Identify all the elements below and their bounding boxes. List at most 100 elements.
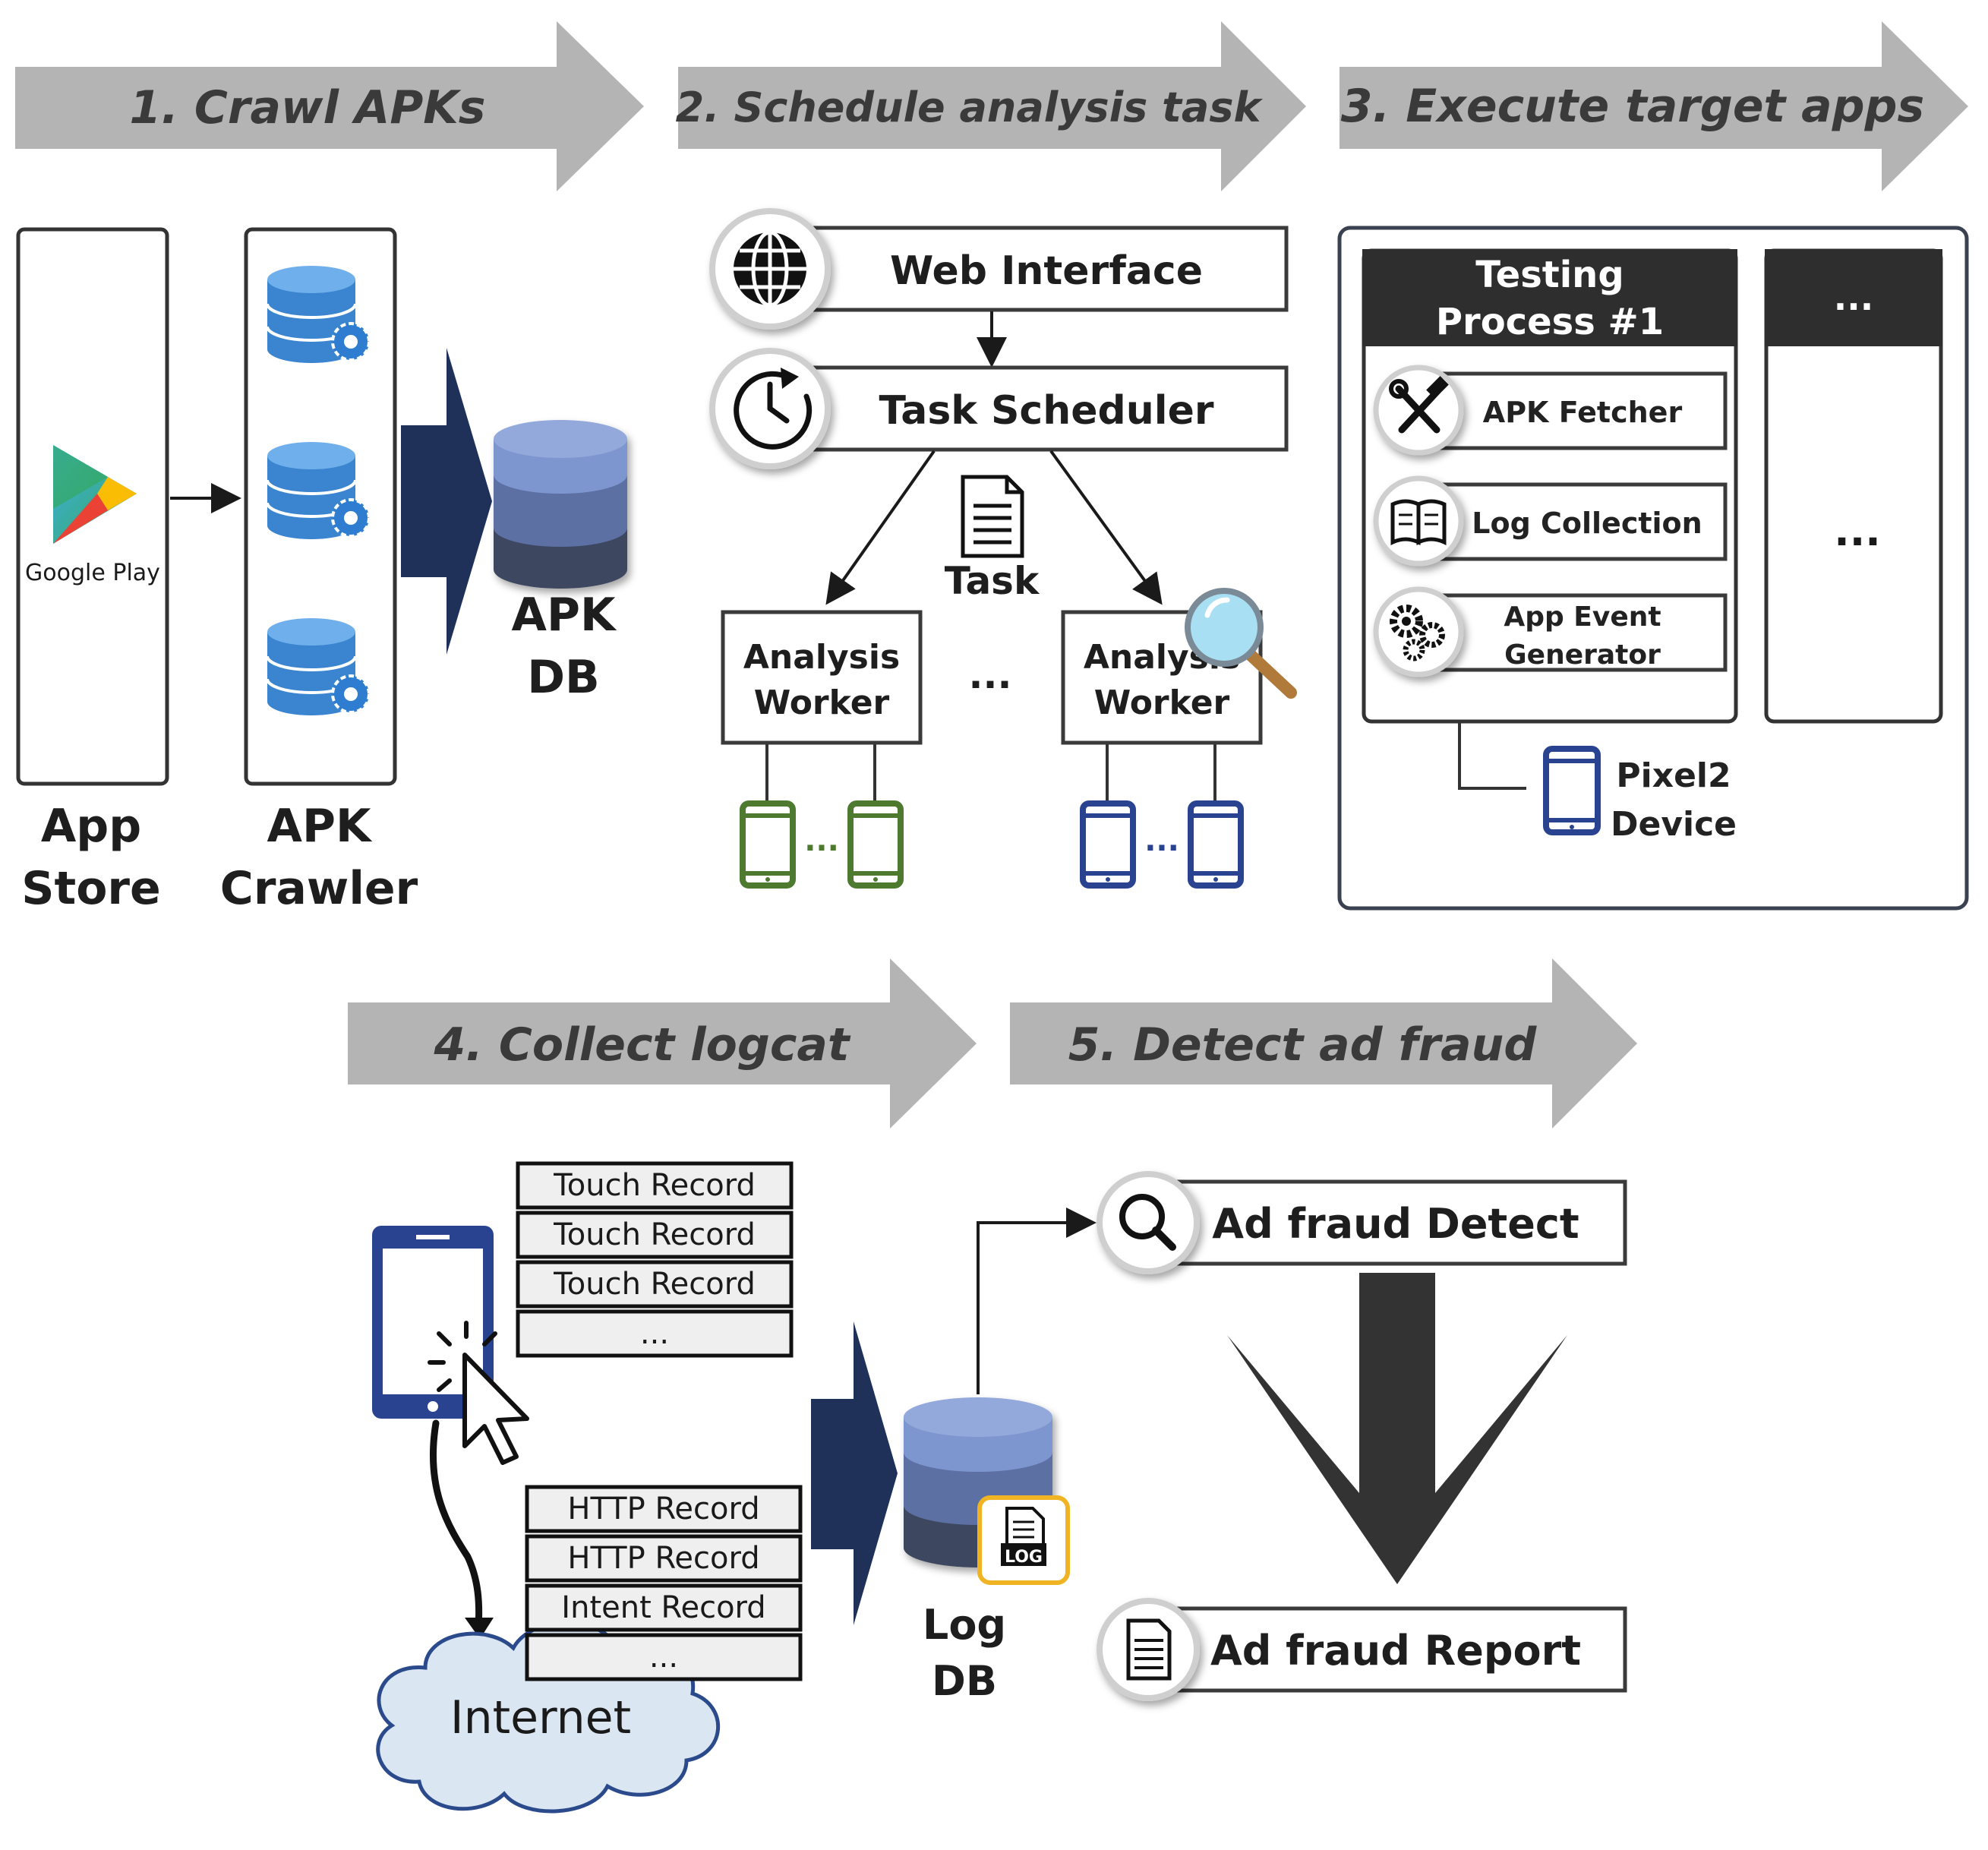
crawler-to-db-arrow	[401, 348, 492, 655]
step-2-label: 2. Schedule analysis task	[676, 84, 1264, 131]
step-arrow-3: 3. Execute target apps	[1340, 21, 1968, 191]
testing-process-label-line1: Testing	[1475, 254, 1624, 296]
network-record-label: HTTP Record	[567, 1541, 759, 1576]
report-icon	[1097, 1598, 1200, 1701]
android-phone-icon	[1080, 800, 1136, 889]
touch-record-row	[516, 1211, 794, 1259]
ad-fraud-detect-label: Ad fraud Detect	[1212, 1200, 1579, 1248]
worker-2-label-line2: Worker	[1094, 683, 1230, 722]
document-icon	[961, 475, 1024, 558]
worker-1-label-line2: Worker	[754, 683, 890, 722]
gears-icon	[1373, 586, 1464, 677]
touch-record-label: Touch Record	[553, 1168, 756, 1203]
step-5-label: 5. Detect ad fraud	[1068, 1018, 1538, 1072]
step-arrow-2: 2. Schedule analysis task	[676, 21, 1306, 191]
web-interface-label: Web Interface	[890, 248, 1203, 294]
pixel2-phone-icon	[1543, 746, 1601, 835]
apk-crawler-label-line1: APK	[267, 800, 373, 853]
apk-db-label-line1: APK	[512, 589, 617, 642]
google-play-icon	[53, 445, 137, 544]
book-icon	[1373, 475, 1464, 567]
scheduler-to-worker2-arrow	[1049, 450, 1163, 605]
network-record-label: ...	[649, 1640, 678, 1675]
log-badge-label: LOG	[1005, 1548, 1043, 1567]
step-3-label: 3. Execute target apps	[1341, 80, 1924, 133]
phone-to-internet-connector	[430, 1419, 483, 1632]
ad-fraud-report-label: Ad fraud Report	[1210, 1627, 1581, 1675]
records-to-logdb-arrow	[811, 1321, 898, 1625]
apk-fetcher-label: APK Fetcher	[1483, 396, 1683, 429]
network-record-row	[525, 1534, 803, 1583]
step-arrow-4: 4. Collect logcat	[348, 958, 977, 1129]
step-1-label: 1. Crawl APKs	[129, 81, 485, 134]
network-record-label: HTTP Record	[567, 1492, 759, 1526]
log-db-label-line2: DB	[932, 1657, 997, 1705]
web-interface-box	[809, 226, 1289, 312]
touch-record-label: ...	[640, 1316, 669, 1351]
google-play-label: Google Play	[25, 560, 160, 586]
android-phone-icon	[847, 800, 904, 889]
app-store-label-line2: Store	[21, 862, 160, 915]
testing-process-label-line2: Process #1	[1436, 301, 1664, 343]
touch-record-row	[516, 1161, 794, 1210]
internet-label: Internet	[450, 1691, 631, 1744]
other-process-header-ellipsis: ...	[1834, 277, 1873, 318]
step-arrow-1: 1. Crawl APKs	[15, 21, 644, 191]
down-arrow-icon	[1227, 1273, 1567, 1584]
touch-record-label: Touch Record	[553, 1267, 756, 1302]
task-scheduler-label: Task Scheduler	[879, 388, 1213, 434]
step-arrow-5: 5. Detect ad fraud	[1010, 958, 1637, 1129]
cursor-icon	[428, 1321, 529, 1465]
ad-fraud-report-box	[1138, 1606, 1627, 1693]
ad-fraud-detect-box	[1138, 1179, 1627, 1266]
logdb-to-detect-arrow	[977, 1208, 1097, 1394]
search-icon	[1097, 1171, 1200, 1274]
worker-devices	[740, 800, 1244, 889]
apk-db-icon	[494, 420, 627, 589]
database-gear-icon	[266, 442, 371, 539]
blue-device-ellipsis: ...	[1144, 823, 1179, 858]
touch-record-label: Touch Record	[553, 1217, 756, 1252]
network-record-label: Intent Record	[561, 1590, 765, 1625]
device-label-line1: Pixel2	[1616, 756, 1731, 795]
touch-record-row	[516, 1260, 794, 1309]
tools-icon	[1373, 365, 1464, 456]
analysis-worker-1-box	[721, 610, 923, 745]
log-file-icon	[977, 1495, 1070, 1585]
scheduler-to-worker1-arrow	[825, 450, 936, 605]
other-process-body-ellipsis: ...	[1834, 507, 1881, 555]
network-record-row	[525, 1583, 803, 1632]
network-record-row	[525, 1485, 803, 1533]
testing-process-1-header	[1362, 249, 1737, 346]
touch-record-row	[516, 1309, 794, 1358]
globe-icon	[709, 208, 831, 330]
other-process-header	[1765, 249, 1942, 346]
app-event-generator-label-line2: Generator	[1504, 639, 1661, 671]
apk-db-label-line2: DB	[527, 651, 600, 704]
crawler-databases	[266, 266, 371, 715]
app-event-generator-label-line1: App Event	[1504, 601, 1661, 633]
phone-to-internet-arrowhead	[465, 1618, 494, 1639]
task-label: Task	[945, 559, 1040, 603]
worker-ellipsis: ...	[969, 653, 1012, 697]
database-gear-icon	[266, 618, 371, 715]
android-phone-icon	[740, 800, 796, 889]
device-label-line2: Device	[1611, 805, 1737, 844]
log-collection-box	[1437, 482, 1728, 561]
log-db-label-line1: Log	[923, 1601, 1006, 1649]
green-device-ellipsis: ...	[804, 823, 839, 858]
magnifier-icon	[1185, 588, 1297, 699]
worker-1-label-line1: Analysis	[743, 638, 900, 677]
apk-crawler-label-line2: Crawler	[220, 862, 418, 915]
app-event-generator-box	[1437, 593, 1728, 672]
clock-icon	[709, 348, 831, 469]
database-gear-icon	[266, 266, 371, 363]
log-collection-label: Log Collection	[1472, 507, 1702, 540]
app-store-label-line1: App	[41, 800, 141, 853]
network-record-row	[525, 1633, 803, 1681]
android-phone-icon	[1188, 800, 1244, 889]
apk-fetcher-box	[1437, 371, 1728, 450]
